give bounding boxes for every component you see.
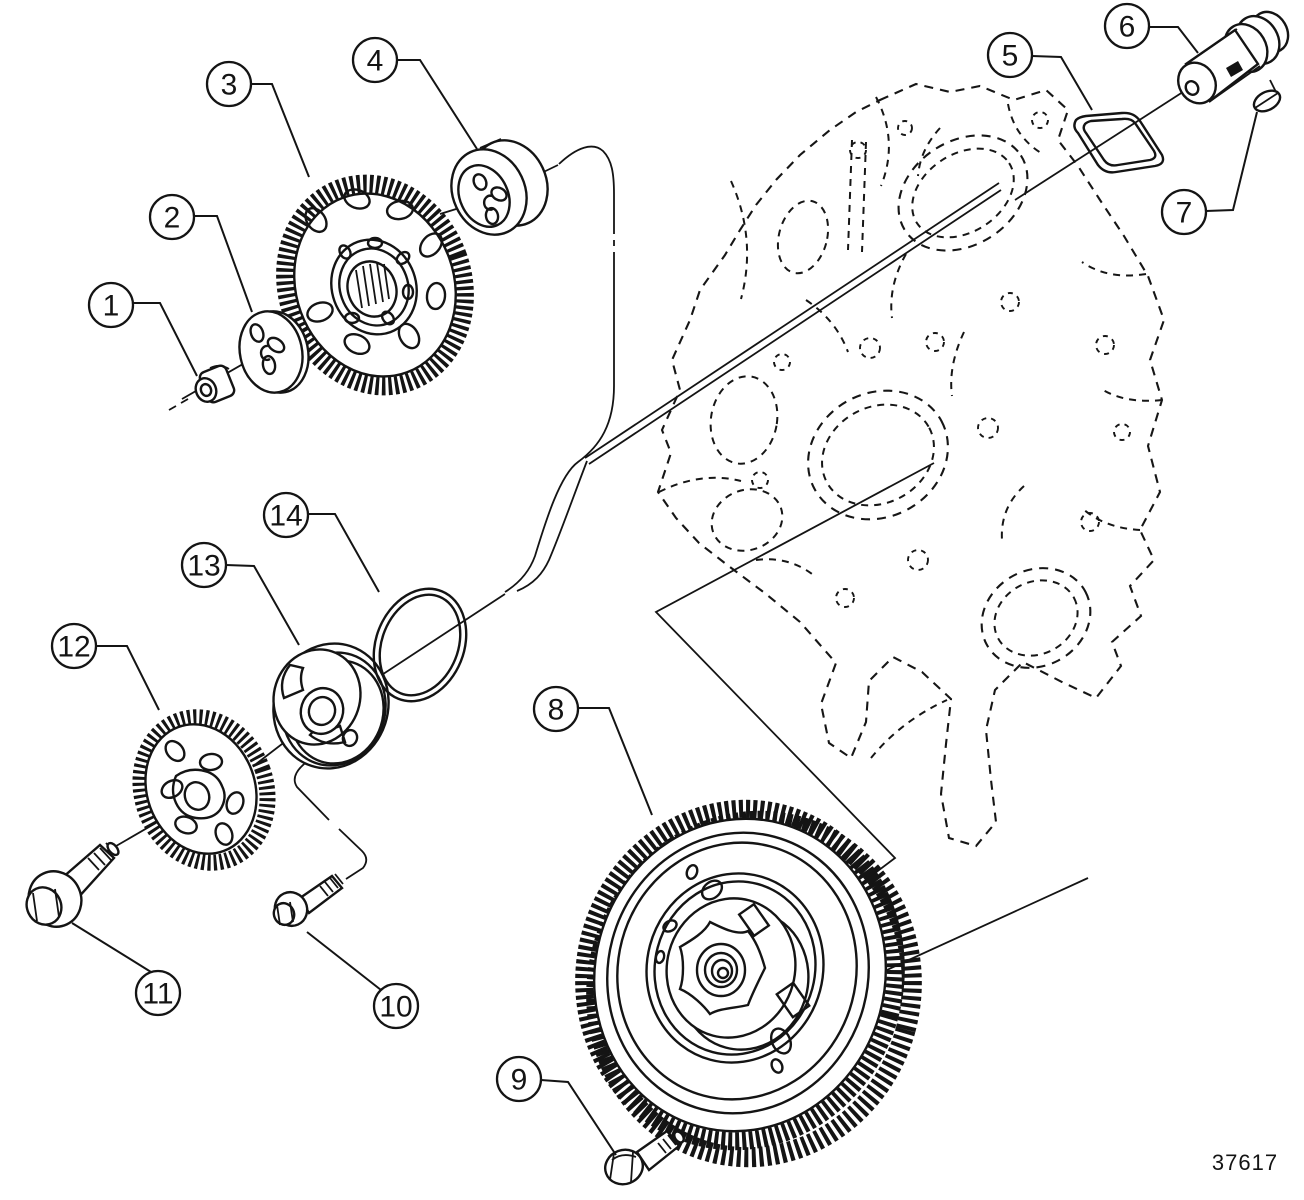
thrust-plate — [238, 310, 310, 394]
figure-number: 37617 — [1212, 1150, 1278, 1175]
leader-lines — [71, 26, 1258, 1156]
callout-1: 1 — [87, 281, 135, 329]
svg-text:8: 8 — [548, 694, 565, 727]
svg-text:10: 10 — [379, 991, 412, 1024]
gear-spacer — [450, 138, 549, 236]
engine-block-outline — [656, 82, 1166, 848]
svg-text:9: 9 — [511, 1064, 528, 1097]
callout-9: 9 — [495, 1055, 543, 1103]
svg-text:1: 1 — [103, 290, 120, 323]
svg-text:12: 12 — [57, 631, 90, 664]
block-bolt-bosses — [751, 111, 1131, 608]
bearing-cover — [1177, 10, 1290, 105]
callout-2: 2 — [148, 193, 196, 241]
block-openings — [709, 199, 1092, 669]
svg-text:5: 5 — [1002, 40, 1019, 73]
flywheel-weight-tab — [737, 902, 771, 938]
camshaft-nut — [194, 364, 236, 404]
callout-11: 11 — [134, 969, 182, 1017]
flywheel-pilot-flange — [678, 920, 767, 1016]
svg-text:3: 3 — [221, 69, 238, 102]
callout-14: 14 — [262, 491, 310, 539]
block-camshaft-bore — [897, 134, 1029, 252]
svg-text:2: 2 — [164, 202, 181, 235]
svg-text:4: 4 — [367, 45, 384, 78]
svg-text:13: 13 — [187, 550, 220, 583]
flywheel-weight-tab — [775, 981, 811, 1019]
svg-text:6: 6 — [1119, 11, 1136, 44]
idler-bolt-long — [25, 841, 120, 928]
cover-keyway-slot — [1226, 61, 1243, 77]
callout-7: 7 — [1160, 188, 1208, 236]
callout-8: 8 — [532, 685, 580, 733]
idler-hub — [272, 642, 390, 770]
idler-bolt-short — [272, 873, 344, 928]
block-ribs — [658, 96, 1163, 759]
cover-gasket — [1073, 111, 1165, 174]
flywheel — [575, 799, 922, 1168]
svg-text:14: 14 — [269, 500, 302, 533]
camshaft-gear — [276, 174, 474, 396]
flywheel-bolt — [604, 1129, 685, 1186]
callout-4: 4 — [351, 36, 399, 84]
callout-13: 13 — [180, 541, 228, 589]
idler-gear — [132, 709, 276, 871]
o-ring — [372, 587, 468, 703]
callout-12: 12 — [50, 622, 98, 670]
callout-6: 6 — [1103, 2, 1151, 50]
svg-text:7: 7 — [1176, 197, 1193, 230]
svg-text:11: 11 — [142, 978, 173, 1011]
woodruff-key — [1252, 89, 1282, 113]
callout-10: 10 — [372, 982, 420, 1030]
callout-3: 3 — [205, 60, 253, 108]
callout-5: 5 — [986, 31, 1034, 79]
